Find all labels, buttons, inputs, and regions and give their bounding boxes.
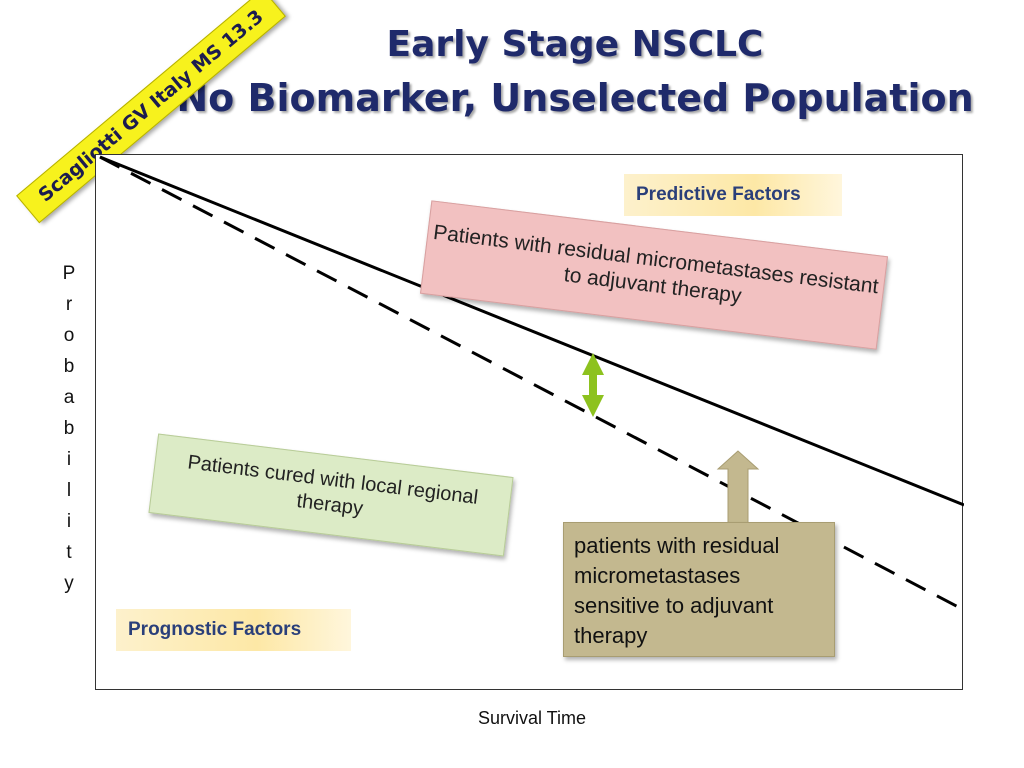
y-letter: i bbox=[66, 449, 72, 470]
y-letter: t bbox=[66, 542, 72, 563]
solid-survival-line bbox=[99, 155, 964, 507]
predictive-factors-label: Predictive Factors bbox=[624, 174, 842, 216]
y-letter: P bbox=[62, 263, 76, 284]
double-headed-arrow-icon bbox=[582, 353, 604, 417]
title-line-1: Early Stage NSCLC bbox=[386, 24, 764, 65]
up-arrow-icon bbox=[716, 450, 760, 526]
y-letter: y bbox=[64, 573, 74, 594]
slide-title: Early Stage NSCLC No Biomarker, Unselect… bbox=[150, 20, 1000, 126]
y-letter: b bbox=[63, 356, 75, 377]
y-axis-label: P r o b a b i l i t y bbox=[58, 258, 80, 599]
y-letter: b bbox=[63, 418, 75, 439]
sensitive-line: sensitive to adjuvant bbox=[574, 593, 774, 618]
x-axis-label: Survival Time bbox=[477, 708, 587, 728]
y-letter: i bbox=[66, 511, 72, 532]
sensitive-patients-box: patients with residual micrometastases s… bbox=[563, 522, 835, 657]
sensitive-line: patients with residual bbox=[574, 533, 780, 558]
y-letter: l bbox=[66, 480, 72, 501]
prognostic-factors-label: Prognostic Factors bbox=[116, 609, 351, 651]
sensitive-line: micrometastases bbox=[574, 563, 741, 588]
y-letter: r bbox=[65, 294, 73, 315]
y-letter: a bbox=[63, 387, 75, 408]
title-line-2: No Biomarker, Unselected Population bbox=[176, 76, 974, 120]
y-letter: o bbox=[63, 325, 75, 346]
sensitive-line: therapy bbox=[574, 623, 648, 648]
